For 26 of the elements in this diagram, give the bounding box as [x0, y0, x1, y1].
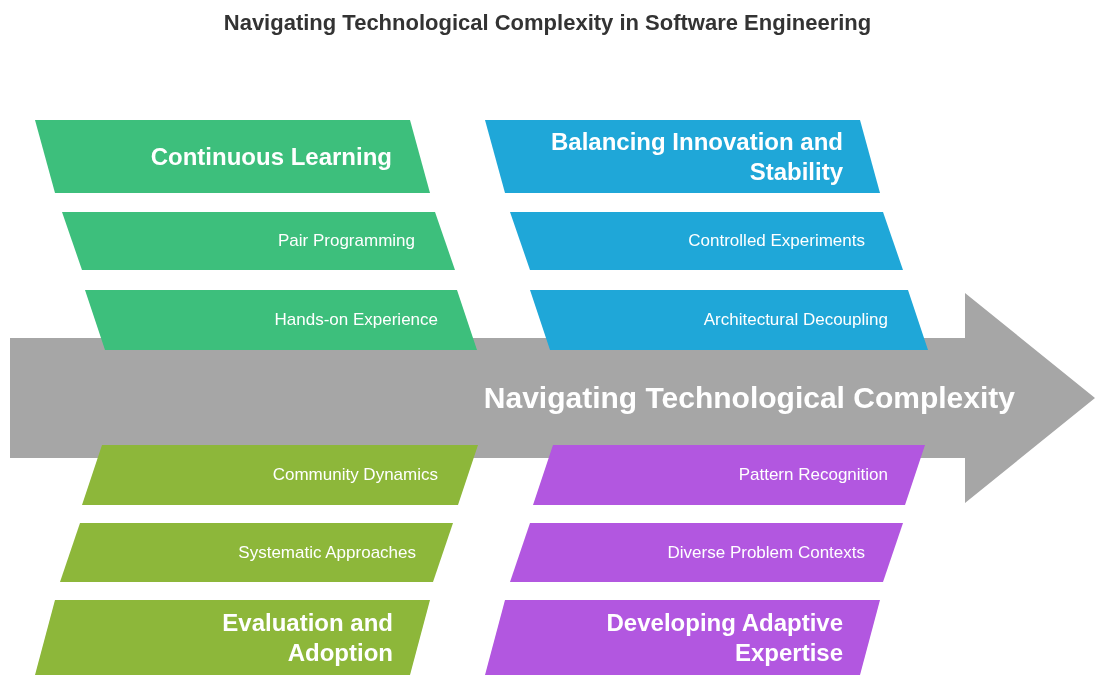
- cause-banner: [85, 290, 477, 350]
- category-banner: [35, 120, 430, 193]
- cause-label: Pattern Recognition: [738, 464, 888, 486]
- category-label: Evaluation and Adoption: [221, 607, 393, 668]
- spine-label: Navigating Technological Complexity: [483, 380, 1015, 417]
- category-label: Continuous Learning: [150, 141, 392, 172]
- category-label: Balancing Innovation and Stability: [549, 126, 843, 187]
- cause-label: Controlled Experiments: [688, 230, 865, 252]
- diagram-title: Navigating Technological Complexity in Software Engineering: [222, 10, 873, 36]
- cause-banner: [510, 523, 903, 582]
- cause-banner: [62, 212, 455, 270]
- cause-label: Systematic Approaches: [238, 541, 416, 564]
- cause-label: Diverse Problem Contexts: [667, 541, 865, 564]
- category-banner: [485, 600, 880, 675]
- cause-label: Community Dynamics: [272, 464, 438, 486]
- category-banner: [35, 600, 430, 675]
- cause-banner: [510, 212, 903, 270]
- cause-banner: [530, 290, 928, 350]
- cause-label: Architectural Decoupling: [703, 309, 888, 331]
- cause-banner: [533, 445, 925, 505]
- category-label: Developing Adaptive Expertise: [605, 607, 843, 668]
- cause-banner: [82, 445, 478, 505]
- category-banner: [485, 120, 880, 193]
- cause-label: Pair Programming: [278, 230, 415, 252]
- cause-banner: [60, 523, 453, 582]
- cause-label: Hands-on Experience: [274, 309, 438, 331]
